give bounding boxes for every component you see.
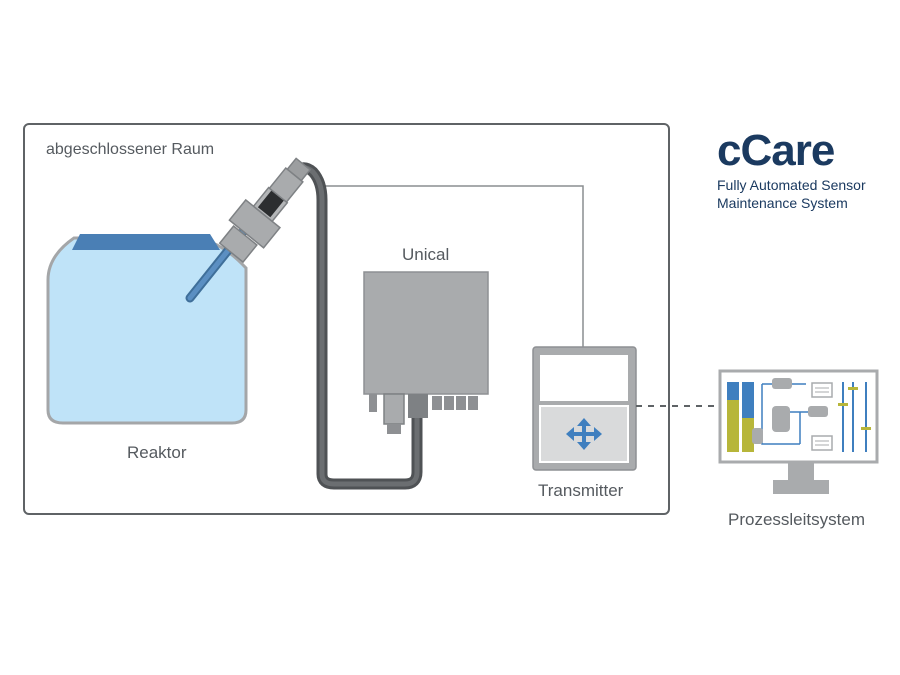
unical-label: Unical [402,245,450,264]
liquid-surface [72,234,220,250]
signal-cable [318,185,584,350]
brand-title: cCare [717,126,835,175]
reactor-label: Reaktor [127,443,187,462]
transmitter-label: Transmitter [538,481,624,500]
brand-subtitle-line2: Maintenance System [717,195,848,211]
four-way-arrows-icon [566,418,602,450]
enclosed-room-frame [23,123,670,515]
monitor-icon [718,369,879,494]
unical-unit [363,271,489,434]
process-control-label: Prozessleitsystem [728,510,865,529]
sensor-probe [185,157,312,303]
brand-subtitle-line1: Fully Automated Sensor [717,177,866,193]
brand-block: cCare Fully Automated Sensor Maintenance… [717,128,866,212]
enclosed-room-label: abgeschlossener Raum [46,141,215,158]
transmitter-device [532,346,637,471]
